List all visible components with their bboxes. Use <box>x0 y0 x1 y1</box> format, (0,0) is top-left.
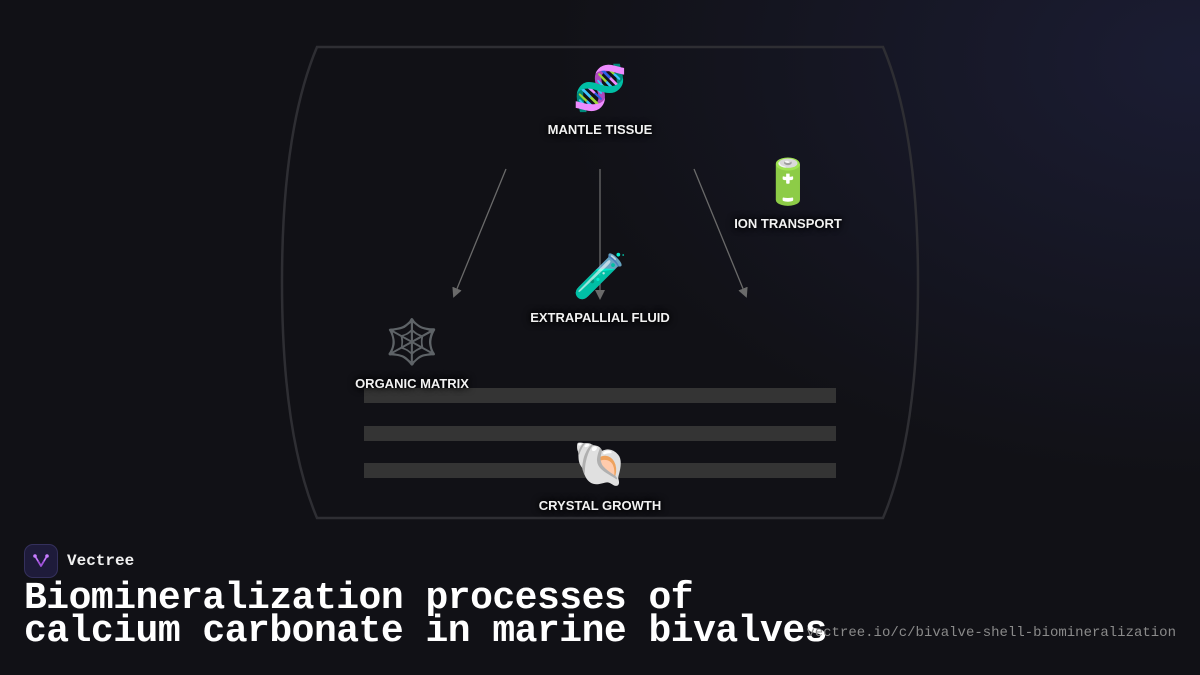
spider-web-icon: 🕸️ <box>384 318 440 367</box>
node-label: ION TRANSPORT <box>734 216 842 231</box>
node-mantle-tissue: 🧬 MANTLE TISSUE <box>548 64 653 137</box>
title-line-2: calcium carbonate in marine bivalves <box>24 610 827 653</box>
battery-icon: 🔋 <box>760 158 816 207</box>
source-url: vectree.io/c/bivalve-shell-biomineraliza… <box>806 625 1176 641</box>
node-label: EXTRAPALLIAL FLUID <box>530 310 670 325</box>
title-line-1: Biomineralization processes of <box>24 577 694 620</box>
node-extrapallial-fluid: 🧪 EXTRAPALLIAL FLUID <box>530 252 670 325</box>
shell-layer-1 <box>364 388 836 403</box>
arrow-mantle-to-crystal-layer <box>693 168 748 298</box>
arrow-mantle-to-organic-matrix <box>452 168 507 298</box>
node-label: MANTLE TISSUE <box>547 122 653 137</box>
node-label: ORGANIC MATRIX <box>355 376 469 391</box>
spiral-shell-icon: 🐚 <box>572 440 628 489</box>
shell-layer-2 <box>364 426 836 441</box>
vectree-logo-icon <box>24 544 58 578</box>
node-label: CRYSTAL GROWTH <box>538 498 662 513</box>
brand-name: Vectree <box>67 552 135 570</box>
brand: Vectree <box>24 544 134 578</box>
node-ion-transport: 🔋 ION TRANSPORT <box>734 158 842 231</box>
page-title: Biomineralization processes of calcium c… <box>24 580 827 651</box>
node-crystal-growth: 🐚 CRYSTAL GROWTH <box>539 440 662 513</box>
dna-icon: 🧬 <box>572 64 628 113</box>
test-tube-icon: 🧪 <box>572 252 628 301</box>
shell-outline <box>280 45 920 520</box>
shell-layer-3 <box>364 463 836 478</box>
node-organic-matrix: 🕸️ ORGANIC MATRIX <box>355 318 469 391</box>
